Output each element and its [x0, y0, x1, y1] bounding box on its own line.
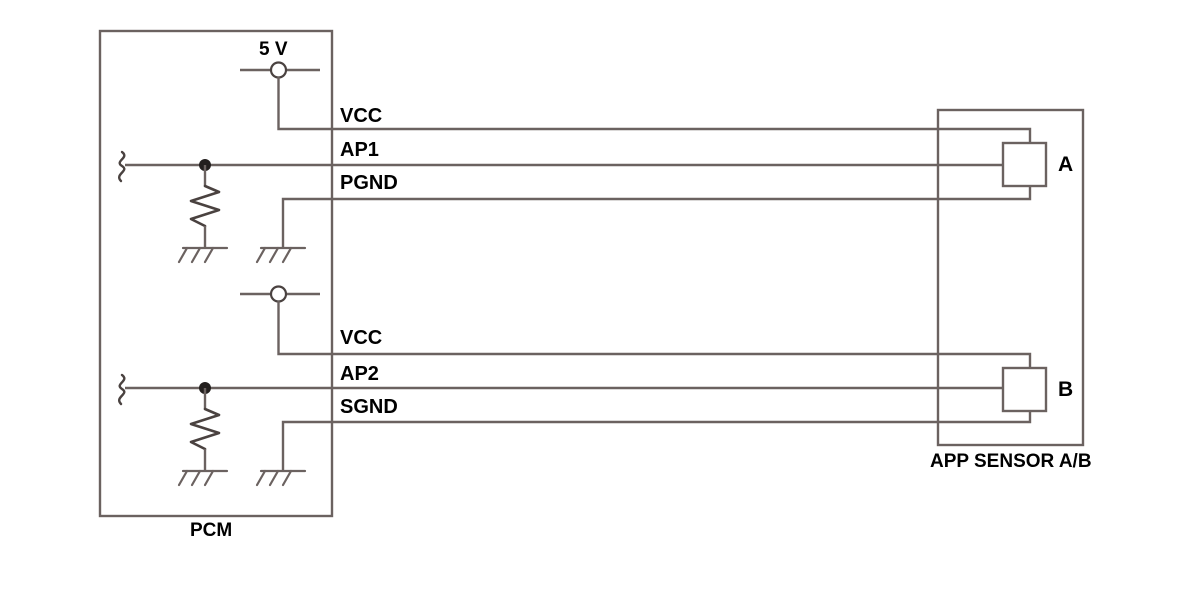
ground-symbol-pgnd [255, 246, 307, 264]
signal-label-ap2: AP2 [340, 363, 379, 385]
signal-label-sgnd: SGND [340, 396, 398, 418]
signal-label-pgnd: PGND [340, 172, 398, 194]
break-squiggle-ap2 [118, 373, 126, 406]
app-sensor-block-label: APP SENSOR A/B [930, 451, 1092, 472]
signal-label-vcc2: VCC [340, 327, 383, 349]
wire-sgnd [281, 411, 1032, 471]
sensor-b-label: B [1058, 378, 1074, 401]
wire-pgnd [281, 186, 1032, 248]
wire-vcc2 [277, 301, 1032, 368]
supply-top-terminal-node [269, 61, 288, 79]
sensor-a-element [1001, 141, 1048, 188]
signal-label-vcc1: VCC [340, 105, 383, 127]
supply-bottom-terminal-node [269, 285, 288, 303]
wire-vcc1 [277, 77, 1032, 143]
pull-down-resistor-b [189, 407, 221, 451]
sensor-a-label: A [1058, 153, 1074, 176]
supply-voltage-label: 5 V [259, 39, 288, 60]
ground-symbol-sgnd [255, 469, 307, 487]
ground-symbol-resistor-b [177, 469, 229, 487]
ground-symbol-resistor-a [177, 246, 229, 264]
break-squiggle-ap1 [118, 150, 126, 183]
pcm-block-outline [98, 29, 334, 518]
pull-down-resistor-a [189, 184, 221, 228]
signal-label-ap1: AP1 [340, 139, 379, 161]
app-sensor-block-outline [936, 108, 1085, 447]
sensor-b-element [1001, 366, 1048, 413]
pcm-block-label: PCM [190, 520, 233, 541]
